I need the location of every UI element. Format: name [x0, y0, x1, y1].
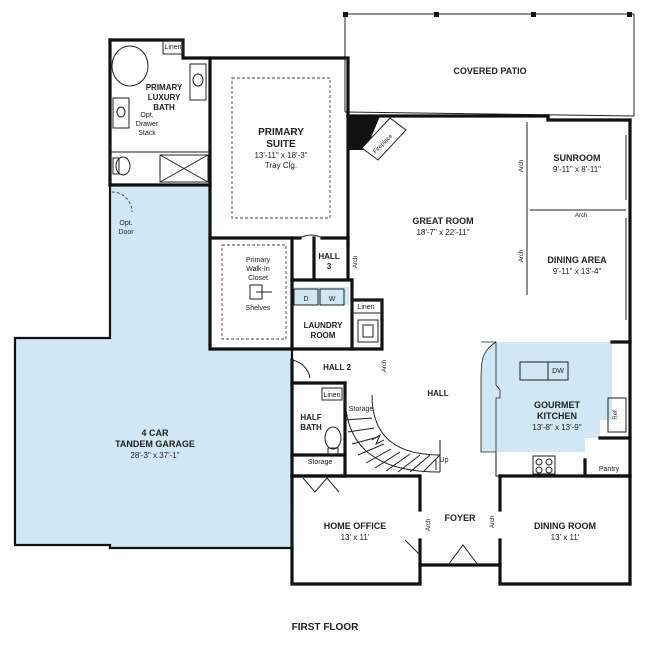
arch-label-office: Arch [426, 519, 432, 531]
closet-laundry-walls [208, 183, 384, 351]
laundry-label-2: ROOM [311, 331, 336, 340]
primary-bath-label-2: LUXURY [148, 93, 181, 102]
dryer-label: D [303, 296, 308, 303]
primary-suite-label-1: PRIMARY [258, 127, 304, 138]
pantry-label: Pantry [599, 466, 620, 473]
arch-label-sunroom: Arch [519, 160, 525, 172]
garage-label-1: 4 CAR [141, 428, 169, 438]
covered-patio [343, 12, 635, 117]
garage-dims: 28'-3" x 37'-1" [130, 451, 179, 460]
stairs-up-label: Up [440, 457, 449, 464]
shelves-label: Shelves [246, 305, 271, 312]
home-office-dims: 13' x 11' [341, 533, 370, 542]
laundry-label-1: LAUNDRY [304, 321, 343, 330]
foyer-label: FOYER [444, 513, 476, 523]
sunroom-dims: 9'-11" x 8'-11" [553, 165, 601, 174]
dishwasher-label: DW [552, 368, 564, 375]
primary-bath-label-3: BATH [153, 103, 175, 112]
hall2-storage-label: Storage [349, 406, 374, 413]
home-office-label: HOME OFFICE [324, 521, 387, 531]
covered-patio-label: COVERED PATIO [453, 66, 526, 76]
closet-label-3: Closet [248, 275, 268, 282]
kitchen-label-2: KITCHEN [537, 411, 577, 421]
hall2-label: HALL 2 [323, 363, 351, 372]
kitchen-label-1: GOURMET [534, 400, 581, 410]
staircase [344, 394, 441, 473]
primary-bath-label-1: PRIMARY [146, 83, 183, 92]
ref-label: Ref [613, 410, 619, 420]
fireplace [348, 116, 407, 161]
opt-drawer-stack-2: Drawer [136, 121, 159, 128]
primary-suite [208, 77, 350, 240]
opt-door-label-1: Opt. [119, 220, 132, 227]
primary-suite-note: Tray Clg. [265, 161, 297, 170]
arch-label-hall2: Arch [382, 360, 388, 372]
sunroom-windows [526, 122, 627, 320]
garage-label-2: TANDEM GARAGE [115, 439, 195, 449]
plan-title: FIRST FLOOR [292, 622, 359, 633]
opt-drawer-stack-3: Stack [138, 130, 156, 137]
bath-linen-label: Linen [164, 44, 181, 51]
front-rooms-walls [290, 474, 632, 567]
arch-label-dining: Arch [490, 516, 496, 528]
arch-label-sun-dining: Arch [575, 213, 587, 219]
great-room-label: GREAT ROOM [412, 216, 473, 226]
great-room-dims: 18'-7" x 22'-11" [416, 228, 469, 237]
sunroom-label: SUNROOM [554, 153, 601, 163]
arch-label-dining-area: Arch [519, 250, 525, 262]
kitchen-area [496, 342, 612, 452]
hall3-label-2: 3 [327, 262, 332, 271]
opt-drawer-stack-1: Opt. [140, 112, 153, 119]
half-bath-label-1: HALF [300, 413, 321, 422]
opt-door-swing [111, 191, 133, 213]
hall2-linen-label: Linen [323, 392, 340, 399]
primary-bath [108, 39, 212, 187]
dining-area-label: DINING AREA [547, 255, 607, 265]
hall-label: HALL [427, 389, 448, 398]
arch-label-hall3: Arch [353, 256, 359, 268]
kitchen-counter [480, 341, 501, 453]
hall3-label-1: HALL [318, 252, 339, 261]
dining-area-dims: 9'-11" x 13'-4" [553, 267, 602, 276]
opt-door-label-2: Door [118, 229, 134, 236]
washer-label: W [329, 296, 336, 303]
kitchen-dims: 13'-8" x 13'-9" [532, 423, 581, 432]
storage-label: Storage [308, 459, 333, 466]
closet-label-1: Primary [246, 257, 271, 264]
dining-room-label: DINING ROOM [534, 521, 596, 531]
laundry-linen-label: Linen [357, 304, 374, 311]
primary-suite-dims: 13'-11" x 18'-3" [254, 151, 307, 160]
dining-room-dims: 13' x 11' [551, 533, 580, 542]
closet-label-2: Walk-In [246, 266, 270, 273]
half-bath-walls [290, 358, 347, 550]
primary-suite-label-2: SUITE [266, 139, 296, 150]
half-bath-label-2: BATH [300, 423, 322, 432]
